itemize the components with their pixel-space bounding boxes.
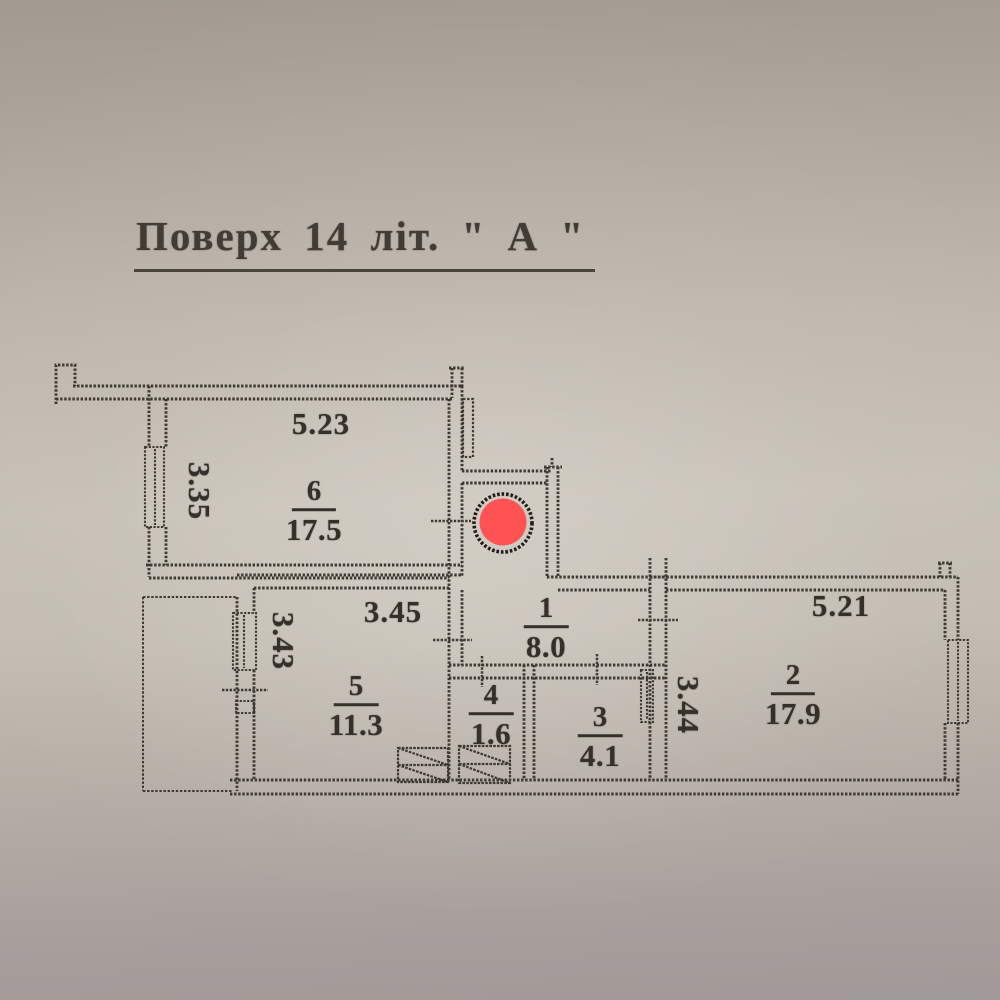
ventilation-hatch	[396, 744, 512, 785]
window-room6	[143, 445, 166, 529]
room-3-number: 3	[577, 702, 623, 738]
window-room5-small	[234, 699, 256, 715]
window-room2	[946, 638, 970, 725]
dim-room2-height: 3.44	[671, 675, 706, 735]
dim-room2-width: 5.21	[811, 588, 871, 623]
dim-room5-height: 3.43	[266, 611, 301, 671]
room-3-label: 3 4.1	[577, 702, 623, 774]
dimension-ticks	[222, 519, 678, 692]
door-room2-wall	[639, 668, 655, 724]
room-6-label: 6 17.5	[286, 476, 342, 548]
room-4-area: 1.6	[470, 716, 512, 752]
location-marker-fill	[479, 498, 527, 546]
dim-room6-height: 3.35	[182, 461, 217, 521]
location-marker-ring	[472, 492, 534, 554]
location-marker	[472, 492, 534, 554]
room-4-label: 4 1.6	[468, 680, 514, 752]
room-4-number: 4	[468, 680, 514, 716]
room-6-number: 6	[291, 476, 337, 512]
dim-room5-width: 3.45	[363, 594, 423, 629]
room-1-area: 8.0	[525, 629, 567, 665]
room-2-label: 2 17.9	[765, 660, 821, 732]
shaft-walls	[462, 458, 562, 578]
room-5-label: 5 11.3	[329, 671, 384, 743]
vent-box-right	[457, 744, 512, 785]
walls	[54, 363, 960, 796]
room-5-number: 5	[333, 671, 379, 707]
room-6-area: 17.5	[285, 512, 343, 548]
floor-title: Поверх 14 літ. " А "	[134, 212, 596, 272]
room-2-area: 17.9	[764, 696, 822, 732]
room-5-area: 11.3	[328, 707, 384, 743]
room-1-number: 1	[523, 593, 569, 629]
dim-room6-width: 5.23	[291, 406, 351, 441]
room-3-area: 4.1	[579, 738, 621, 774]
room-1-label: 1 8.0	[523, 593, 569, 665]
window-room5	[231, 611, 258, 672]
windows	[143, 445, 970, 725]
room-2-number: 2	[770, 660, 816, 696]
duct-shaft	[461, 397, 475, 459]
vent-box-left	[396, 746, 450, 784]
loggia-outline	[142, 596, 237, 792]
